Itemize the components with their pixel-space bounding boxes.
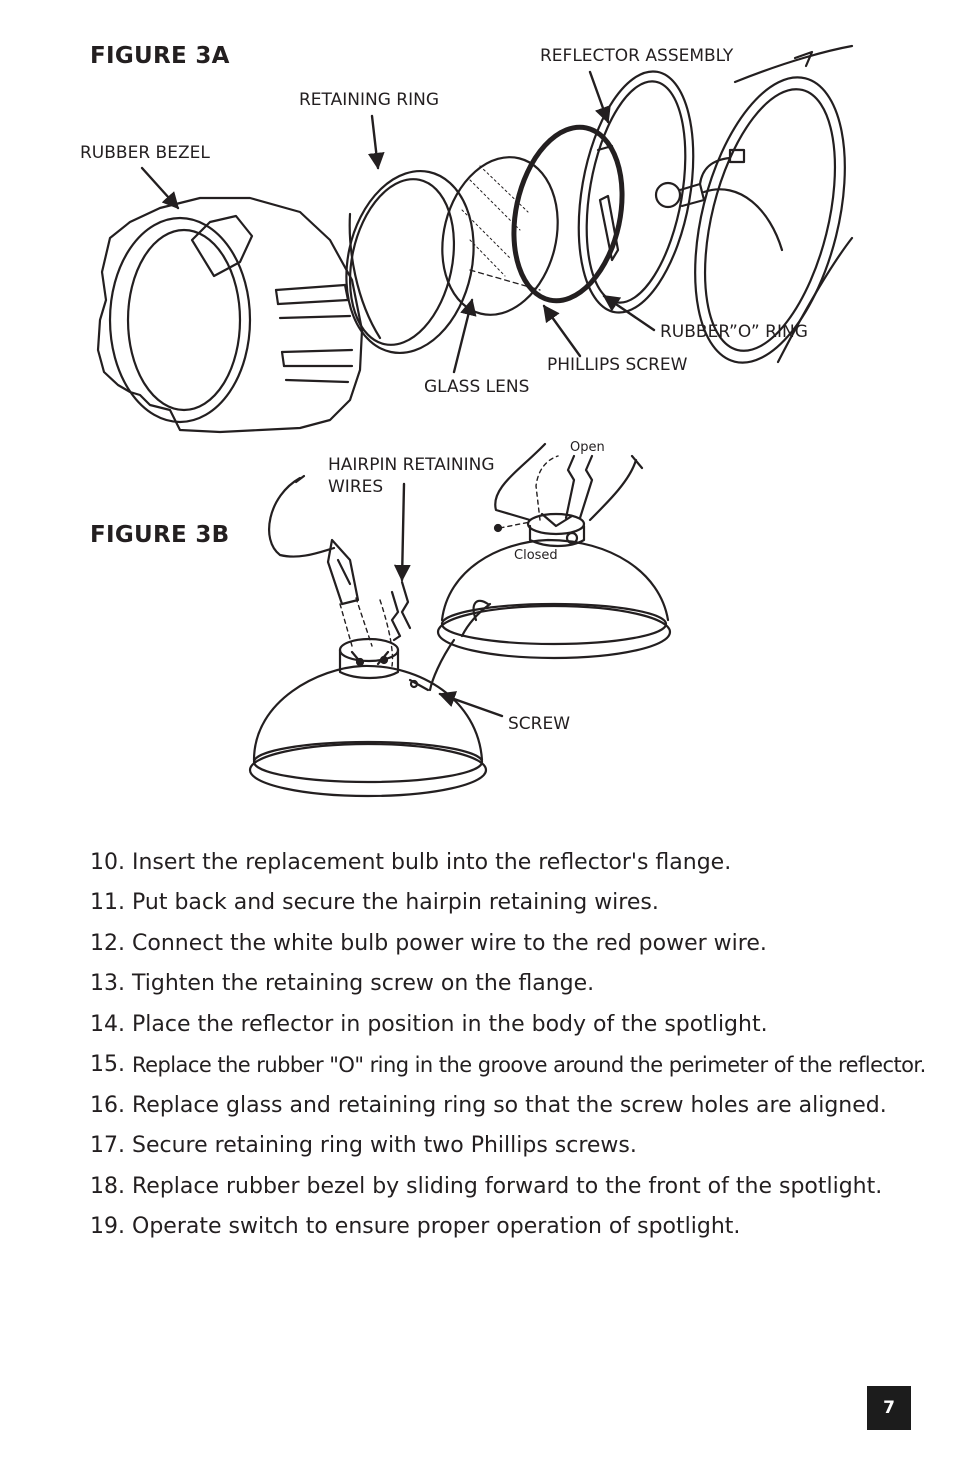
label-hairpin-line1: HAIRPIN RETAINING xyxy=(328,455,495,475)
reflector-front xyxy=(248,637,488,798)
label-closed: Closed xyxy=(514,548,558,563)
reflector-back xyxy=(428,442,672,692)
leader-arrows xyxy=(140,70,656,718)
rubber-o-ring xyxy=(511,124,625,304)
glass-lens xyxy=(441,156,559,316)
label-rubber-o-ring: RUBBER”O” RING xyxy=(660,322,808,342)
figure-3a-title: FIGURE 3A xyxy=(90,43,230,69)
label-screw: SCREW xyxy=(508,714,571,734)
bulb-with-wire xyxy=(268,474,430,692)
step-item: 15.Replace the rubber "O" ring in the gr… xyxy=(90,1052,926,1078)
label-rubber-bezel: RUBBER BEZEL xyxy=(80,143,210,163)
step-item: 17.Secure retaining ring with two Philli… xyxy=(90,1133,637,1159)
label-glass-lens: GLASS LENS xyxy=(424,377,530,397)
page-number: 7 xyxy=(867,1386,911,1430)
label-open: Open xyxy=(570,440,605,455)
label-hairpin-line2: WIRES xyxy=(328,477,384,497)
rubber-bezel xyxy=(96,196,364,434)
step-item: 11.Put back and secure the hairpin retai… xyxy=(90,890,659,916)
step-item: 18.Replace rubber bezel by sliding forwa… xyxy=(90,1173,883,1199)
label-retaining-ring: RETAINING RING xyxy=(299,90,440,110)
assembly-illustration xyxy=(96,44,854,798)
reflector-assembly xyxy=(577,70,695,314)
step-item: 12.Connect the white bulb power wire to … xyxy=(90,930,767,956)
step-item: 10.Insert the replacement bulb into the … xyxy=(90,849,732,875)
retaining-ring xyxy=(345,169,475,355)
step-item: 16.Replace glass and retaining ring so t… xyxy=(90,1092,887,1118)
label-reflector-assembly: REFLECTOR ASSEMBLY xyxy=(540,46,734,66)
step-item: 14.Place the reflector in position in th… xyxy=(90,1011,768,1037)
spotlight-body xyxy=(654,44,854,364)
step-item: 13.Tighten the retaining screw on the fl… xyxy=(90,971,595,997)
step-item: 19.Operate switch to ensure proper opera… xyxy=(90,1214,741,1240)
label-phillips-screw: PHILLIPS SCREW xyxy=(547,355,688,375)
figure-3b-title: FIGURE 3B xyxy=(90,522,230,548)
instruction-steps: 10.Insert the replacement bulb into the … xyxy=(90,842,930,1247)
